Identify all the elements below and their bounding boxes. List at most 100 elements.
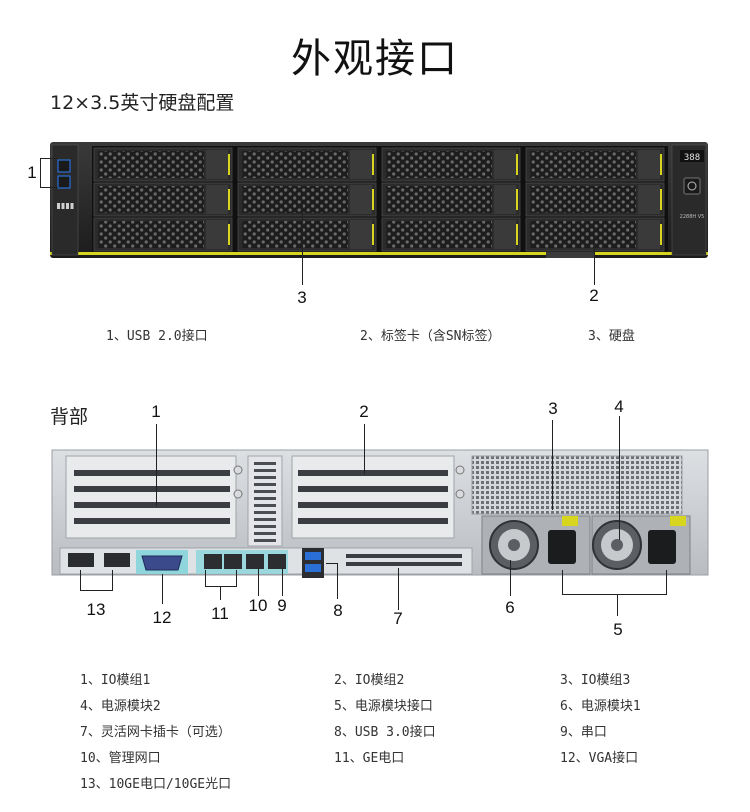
psu-latch	[670, 516, 686, 526]
usb3-port	[305, 564, 321, 572]
rear-legend-7: 7、灵活网卡插卡（可选）	[80, 725, 231, 740]
io-module-1-grille	[74, 502, 230, 508]
center-vent	[254, 518, 276, 521]
center-vent	[254, 511, 276, 514]
usb3-port	[305, 552, 321, 560]
drive-bay-latch	[206, 220, 228, 249]
ge-port	[224, 554, 242, 569]
thumbscrew	[455, 489, 465, 499]
front-callout-2: 2	[589, 286, 599, 305]
rear-line-1	[156, 424, 157, 506]
drive-bay-led	[372, 154, 374, 175]
ge-port	[204, 554, 222, 569]
rear-ports	[68, 462, 686, 578]
psu-socket	[548, 530, 576, 564]
rear-callout-5: 5	[613, 620, 623, 639]
psu-fan-hub	[611, 539, 623, 551]
rear-line-7	[398, 568, 399, 610]
io-module-2-grille	[298, 486, 448, 492]
drive-bay-led	[372, 189, 374, 210]
rear-line-13b	[112, 570, 113, 590]
rear-callout-7: 7	[393, 609, 403, 628]
rear-callout-11: 11	[211, 604, 229, 623]
rear-callout-12: 12	[152, 608, 172, 627]
center-vent	[254, 469, 276, 472]
rear-legend-4: 4、电源模块2	[80, 699, 161, 714]
serial-port	[268, 554, 286, 569]
drive-bay-latch	[494, 220, 516, 249]
rear-line-8b	[337, 563, 338, 599]
sfp-port	[68, 553, 94, 567]
io-module-2-grille	[298, 502, 448, 508]
drive-bay-latch	[206, 150, 228, 179]
io-module-2-grille	[298, 470, 448, 476]
rear-line-11d	[220, 586, 221, 600]
vga-port	[141, 555, 183, 571]
thumbscrew	[233, 465, 243, 475]
label-card	[546, 252, 594, 258]
rear-legend-3: 3、IO模组3	[560, 673, 631, 688]
rear-line-11b	[236, 570, 237, 586]
io-module-1-grille	[74, 470, 230, 476]
center-vent	[254, 525, 276, 528]
rear-line-6	[510, 560, 511, 596]
usb-port	[57, 175, 71, 189]
drive-bay-led	[516, 154, 518, 175]
drive-bay-mesh	[386, 221, 492, 248]
rear-line-12	[162, 574, 163, 604]
rear-legend-10: 10、管理网口	[80, 751, 161, 766]
io-module-2-grille	[298, 518, 448, 524]
drive-bay-latch	[494, 150, 516, 179]
status-led	[57, 203, 60, 209]
thumbscrew	[455, 465, 465, 475]
psu-socket	[648, 530, 676, 564]
callout-3-line	[302, 205, 303, 285]
center-vent	[254, 490, 276, 493]
front-legend-1: 1、USB 2.0接口	[106, 329, 208, 344]
callout-2-line	[594, 240, 595, 285]
rear-line-11a	[205, 570, 206, 586]
rear-legend-11: 11、GE电口	[334, 751, 405, 766]
drive-bay-mesh	[386, 186, 492, 213]
drive-bay-mesh	[242, 186, 348, 213]
drive-bay-led	[372, 224, 374, 245]
rear-callout-6: 6	[505, 598, 515, 617]
rear-callout-10: 10	[248, 596, 268, 615]
rear-line-11c	[205, 586, 237, 587]
rear-line-13a	[80, 570, 81, 590]
drive-bay-led	[516, 224, 518, 245]
drive-bay-latch	[638, 185, 660, 214]
rear-line-3	[552, 420, 553, 510]
rear-callout-2: 2	[359, 402, 369, 421]
rear-line-5d	[617, 594, 618, 616]
drive-bay-mesh	[98, 186, 204, 213]
rear-callout-4: 4	[614, 397, 624, 416]
thumbscrew	[233, 489, 243, 499]
usb-bracket	[40, 158, 41, 188]
rear-line-5c	[562, 594, 667, 595]
rear-callout-13: 13	[86, 600, 106, 619]
drive-bay-latch	[350, 185, 372, 214]
psu-latch	[562, 516, 578, 526]
center-vent	[254, 483, 276, 486]
drive-bay-latch	[494, 185, 516, 214]
rear-legend-12: 12、VGA接口	[560, 751, 639, 766]
rear-callout-1: 1	[151, 402, 161, 421]
psu-fan-hub	[508, 539, 520, 551]
status-led	[70, 203, 74, 209]
mgmt-port	[246, 554, 264, 569]
rear-line-10	[258, 568, 259, 596]
rear-legend-1: 1、IO模组1	[80, 673, 151, 688]
drive-bay-led	[228, 189, 230, 210]
page-title: 外观接口	[291, 36, 459, 82]
rear-line-4	[619, 416, 620, 540]
drive-bay-latch	[350, 150, 372, 179]
drive-bay-led	[660, 224, 662, 245]
drive-bay-led	[228, 154, 230, 175]
status-led	[61, 203, 65, 209]
drive-bay-mesh	[98, 151, 204, 178]
rear-line-8a	[326, 563, 338, 564]
drive-bay-latch	[638, 220, 660, 249]
